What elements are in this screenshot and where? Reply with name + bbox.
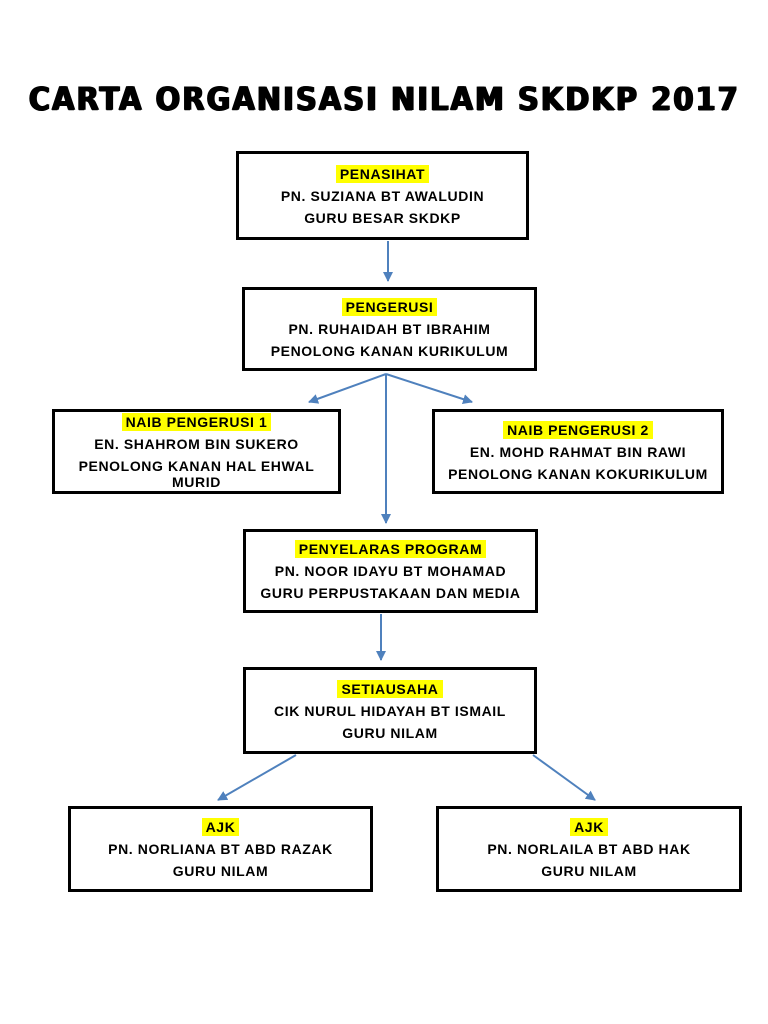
connector-pengerusi-naib-pengerusi-2 (385, 373, 473, 404)
org-node-naib-pengerusi-1: NAIB PENGERUSI 1 EN. SHAHROM BIN SUKERO … (52, 409, 341, 494)
node-person-name: EN. MOHD RAHMAT BIN RAWI (469, 443, 687, 460)
role-highlight: PENASIHAT (335, 164, 430, 183)
role-highlight: NAIB PENGERUSI 2 (503, 420, 653, 439)
node-person-name: PN. NORLAILA BT ABD HAK (487, 841, 691, 857)
node-person-name: PN. RUHAIDAH BT IBRAHIM (288, 321, 491, 337)
role-highlight: PENYELARAS PROGRAM (294, 540, 487, 558)
org-node-pengerusi: PENGERUSI PN. RUHAIDAH BT IBRAHIM PENOLO… (242, 287, 537, 371)
node-role: AJK (570, 818, 608, 836)
org-node-penasihat: PENASIHAT PN. SUZIANA BT AWALUDIN GURU B… (236, 151, 529, 240)
org-node-naib-pengerusi-2: NAIB PENGERUSI 2 EN. MOHD RAHMAT BIN RAW… (432, 409, 724, 494)
node-role: NAIB PENGERUSI 2 (503, 420, 653, 439)
node-post-title: GURU NILAM (172, 863, 269, 879)
node-role: PENGERUSI (341, 298, 438, 316)
node-post-title: GURU NILAM (541, 863, 637, 879)
page-title: CARTA ORGANISASI NILAM SKDKP 2017 (28, 80, 740, 118)
node-post-title: PENOLONG KANAN HAL EHWAL MURID (78, 457, 315, 490)
role-highlight: AJK (201, 818, 240, 836)
node-post-title: PENOLONG KANAN KURIKULUM (270, 343, 509, 359)
connector-setiausaha-ajk-1 (217, 754, 297, 801)
org-node-setiausaha: SETIAUSAHA CIK NURUL HIDAYAH BT ISMAIL G… (243, 667, 537, 754)
org-node-ajk-2: AJK PN. NORLAILA BT ABD HAK GURU NILAM (436, 806, 742, 892)
node-role: SETIAUSAHA (337, 679, 443, 698)
role-highlight: NAIB PENGERUSI 1 (121, 412, 272, 431)
node-person-name: EN. SHAHROM BIN SUKERO (94, 435, 299, 452)
connector-pengerusi-naib-pengerusi-1 (308, 373, 387, 404)
node-role: PENASIHAT (335, 164, 430, 183)
node-role: PENYELARAS PROGRAM (294, 540, 487, 558)
node-person-name: CIK NURUL HIDAYAH BT ISMAIL (274, 702, 506, 719)
node-post-title: GURU PERPUSTAKAAN DAN MEDIA (260, 585, 521, 601)
node-person-name: PN. SUZIANA BT AWALUDIN (280, 187, 485, 204)
node-post-title: GURU NILAM (342, 724, 438, 741)
node-person-name: PN. NORLIANA BT ABD RAZAK (108, 841, 333, 857)
node-post-title: GURU BESAR SKDKP (304, 209, 461, 226)
role-highlight: AJK (570, 818, 608, 836)
role-highlight: SETIAUSAHA (337, 679, 443, 698)
role-highlight: PENGERUSI (341, 298, 438, 316)
node-person-name: PN. NOOR IDAYU BT MOHAMAD (274, 563, 507, 579)
node-post-title: PENOLONG KANAN KOKURIKULUM (448, 465, 708, 482)
connector-setiausaha-ajk-2 (532, 754, 596, 801)
org-node-ajk-1: AJK PN. NORLIANA BT ABD RAZAK GURU NILAM (68, 806, 373, 892)
node-role: AJK (201, 818, 240, 836)
org-node-penyelaras-program: PENYELARAS PROGRAM PN. NOOR IDAYU BT MOH… (243, 529, 538, 613)
node-role: NAIB PENGERUSI 1 (121, 412, 272, 431)
